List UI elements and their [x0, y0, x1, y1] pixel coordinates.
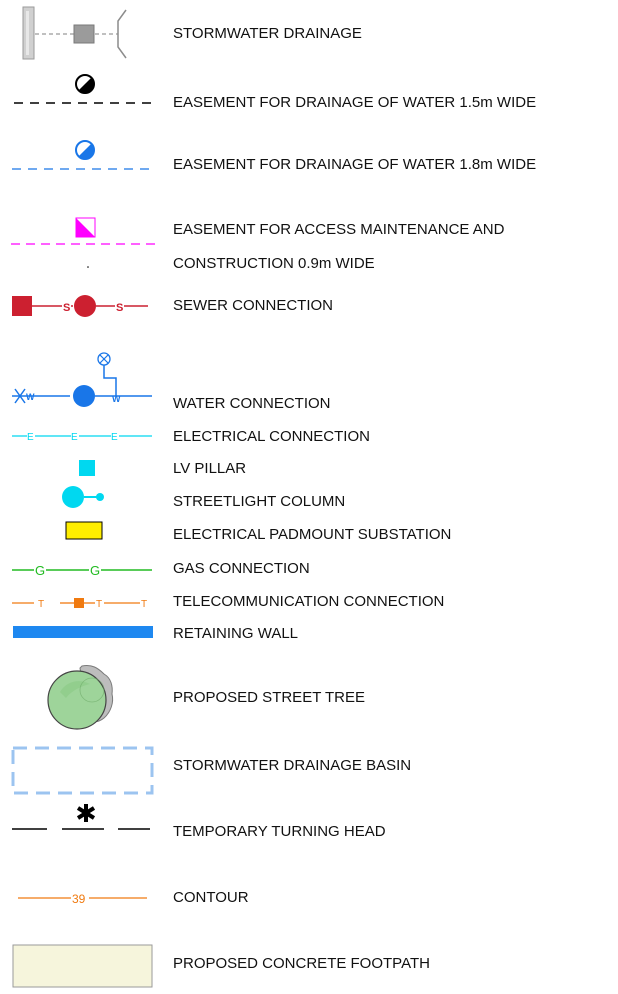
sewer-letter: S	[63, 302, 70, 314]
label-turning-head: TEMPORARY TURNING HEAD	[173, 823, 386, 840]
label-easement-1-5m: EASEMENT FOR DRAINAGE OF WATER 1.5m WIDE	[173, 94, 537, 111]
electrical-connection-symbol: E E E	[12, 430, 152, 443]
label-easement-1-8m: EASEMENT FOR DRAINAGE OF WATER 1.8m WIDE	[173, 156, 537, 173]
padmount-substation-symbol	[65, 521, 103, 540]
electrical-letter-3: E	[111, 432, 118, 443]
streetlight-column-symbol	[62, 486, 104, 508]
label-electrical-connection: ELECTRICAL CONNECTION	[173, 428, 370, 445]
label-padmount-substation: ELECTRICAL PADMOUNT SUBSTATION	[173, 526, 452, 543]
telecom-letter-1: T	[38, 599, 44, 610]
label-contour: CONTOUR	[173, 889, 249, 906]
gas-letter-2: G	[90, 563, 100, 578]
sewer-connection-symbol: S S	[12, 295, 148, 317]
turning-head-symbol	[12, 804, 150, 830]
electrical-letter-2: E	[71, 432, 78, 443]
label-water-connection: WATER CONNECTION	[173, 395, 331, 412]
label-stormwater-drainage: STORMWATER DRAINAGE	[173, 25, 362, 42]
label-streetlight-column: STREETLIGHT COLUMN	[173, 493, 346, 510]
telecom-connection-symbol: T T T	[12, 598, 147, 610]
label-lv-pillar: LV PILLAR	[173, 460, 247, 477]
label-street-tree: PROPOSED STREET TREE	[173, 689, 365, 706]
label-gas-connection: GAS CONNECTION	[173, 560, 310, 577]
water-letter: W	[26, 392, 35, 402]
label-access-easement-line2: CONSTRUCTION 0.9m WIDE	[173, 255, 375, 272]
label-retaining-wall: RETAINING WALL	[173, 625, 299, 642]
drainage-basin-symbol	[11, 746, 154, 795]
retaining-wall-symbol	[13, 626, 153, 638]
easement-1-5m-symbol	[14, 74, 156, 104]
gas-letter-1: G	[35, 563, 45, 578]
water-letter-2: W	[112, 394, 121, 404]
label-drainage-basin: STORMWATER DRAINAGE BASIN	[173, 757, 412, 774]
easement-1-8m-symbol	[12, 140, 156, 170]
label-access-easement-line1: EASEMENT FOR ACCESS MAINTENANCE AND	[173, 221, 505, 238]
contour-value: 39	[72, 892, 86, 906]
gas-connection-symbol: G G	[12, 563, 152, 578]
label-sewer-connection: SEWER CONNECTION	[173, 297, 334, 314]
label-concrete-footpath: PROPOSED CONCRETE FOOTPATH	[173, 955, 430, 972]
stormwater-drainage-symbol	[22, 6, 127, 60]
sewer-letter-2: S	[116, 302, 123, 314]
street-tree-symbol	[47, 665, 114, 730]
water-connection-symbol: W W	[12, 352, 152, 407]
telecom-letter-2: T	[96, 599, 102, 610]
label-telecom-connection: TELECOMMUNICATION CONNECTION	[173, 593, 445, 610]
telecom-letter-3: T	[141, 599, 147, 610]
access-easement-symbol	[11, 217, 156, 268]
concrete-footpath-symbol	[12, 944, 153, 988]
lv-pillar-symbol	[79, 460, 95, 476]
contour-symbol: 39	[18, 892, 147, 906]
electrical-letter-1: E	[27, 432, 34, 443]
